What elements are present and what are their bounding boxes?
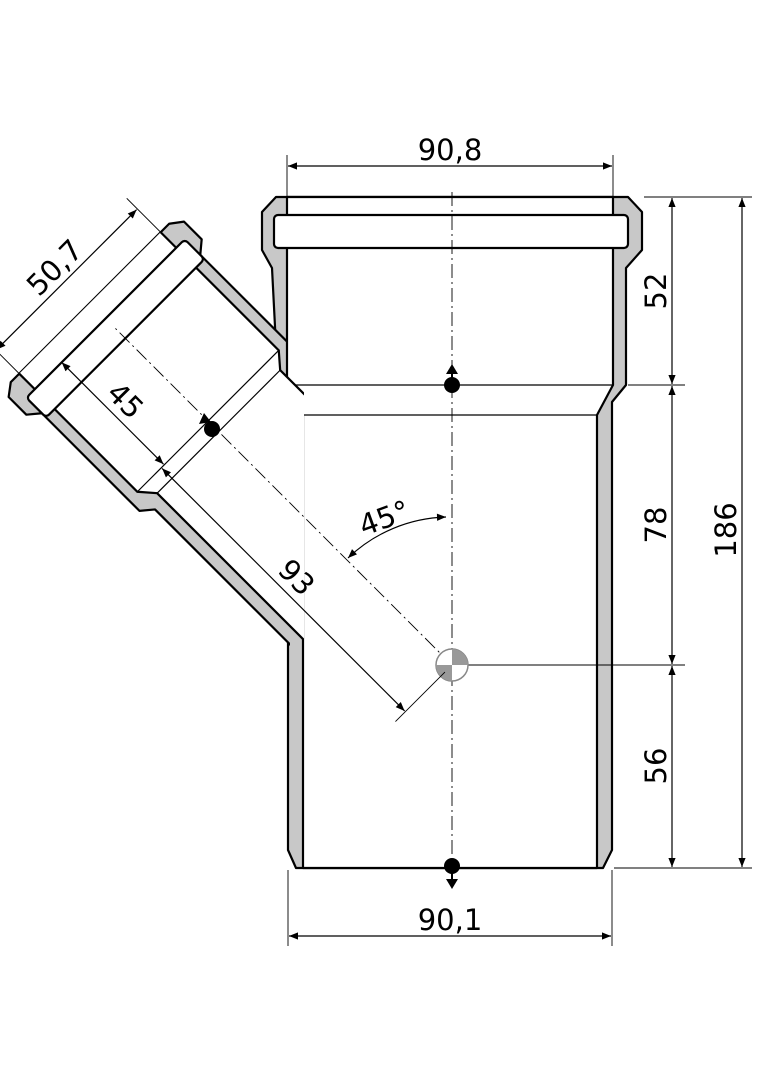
flow-arrow-up-icon (444, 364, 460, 393)
dim-middle-height: 78 (639, 507, 673, 544)
flow-arrow-branch-icon (199, 413, 220, 437)
flow-arrow-down-icon (444, 858, 460, 889)
dim-socket-depth: 52 (639, 273, 673, 310)
dim-top-width: 90,8 (418, 133, 483, 167)
main-pipe-bore (285, 195, 615, 870)
dim-lower-height: 56 (639, 748, 673, 785)
socket-seal-ring (272, 213, 630, 250)
dim-total-height: 186 (709, 502, 743, 557)
dim-bottom-width: 90,1 (418, 903, 483, 937)
